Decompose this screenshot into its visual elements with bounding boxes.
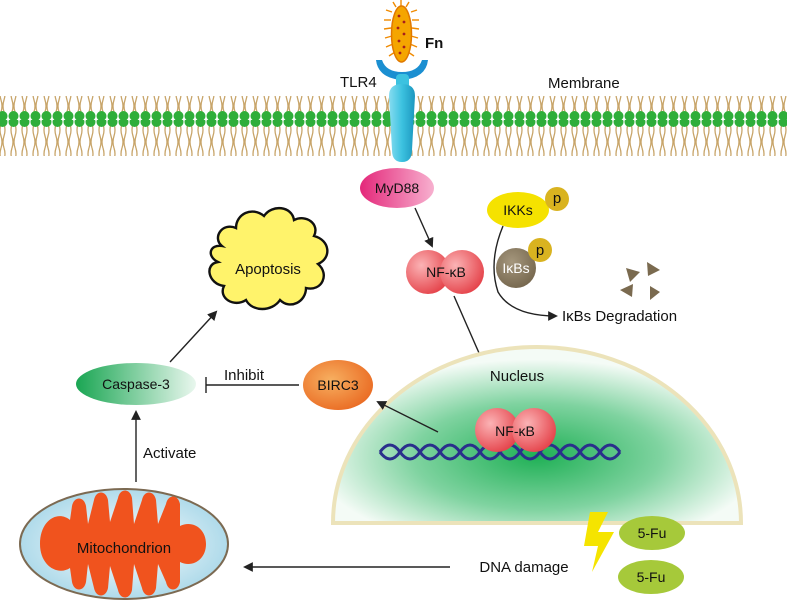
ikks-phospho-label: p xyxy=(553,190,561,207)
ikks-label: IKKs xyxy=(503,202,533,218)
fu-tablet-2 xyxy=(618,560,684,594)
arrow-caspase-to-apoptosis xyxy=(169,310,218,363)
degradation-label: IκBs Degradation xyxy=(562,308,677,325)
nucleus-label: Nucleus xyxy=(490,368,544,385)
fu-tablet-1-label: 5-Fu xyxy=(638,525,667,541)
ikbs-node xyxy=(496,248,536,288)
myd88-label: MyD88 xyxy=(375,180,420,196)
apoptosis-cloud xyxy=(208,207,329,311)
fu-tablet-2-label: 5-Fu xyxy=(637,569,666,585)
nfkb-cytoplasm-node xyxy=(406,250,484,294)
fn-label: Fn xyxy=(425,35,443,52)
myd88-node xyxy=(360,168,434,208)
ikks-node xyxy=(487,192,549,228)
dna-damage-label: DNA damage xyxy=(479,559,568,576)
ikbs-phospho-badge xyxy=(528,238,552,262)
arrow-dna-to-birc3 xyxy=(376,401,439,433)
arrow-myd88-to-nfkb xyxy=(414,207,434,248)
inhibit-label: Inhibit xyxy=(224,367,265,384)
ikbs-label: IκBs xyxy=(502,260,529,276)
degradation-fragments-icon xyxy=(620,262,660,300)
lightning-bolt-icon xyxy=(584,512,614,572)
caspase3-node xyxy=(76,363,196,405)
birc3-label: BIRC3 xyxy=(317,377,358,393)
apoptosis-label: Apoptosis xyxy=(235,261,301,278)
tlr4-label: TLR4 xyxy=(340,74,377,91)
arrow-ikbs-degradation xyxy=(493,225,558,321)
membrane-label: Membrane xyxy=(548,75,620,92)
dna-helix-icon xyxy=(378,443,622,461)
fn-bacterium-icon xyxy=(383,0,420,63)
ikbs-phospho-label: p xyxy=(536,242,544,259)
nfkb-cytoplasm-label: NF-κB xyxy=(426,264,466,280)
nfkb-nucleus-node xyxy=(475,408,556,452)
fu-tablet-1 xyxy=(619,516,685,550)
caspase3-label: Caspase-3 xyxy=(102,376,170,392)
mitochondrion-icon xyxy=(19,488,229,600)
tlr4-receptor xyxy=(376,60,428,162)
inhibit-connector xyxy=(205,377,299,393)
activate-label: Activate xyxy=(143,445,196,462)
nfkb-nucleus-label: NF-κB xyxy=(495,423,535,439)
mitochondrion-label: Mitochondrion xyxy=(77,540,171,557)
birc3-node xyxy=(303,360,373,410)
ikks-phospho-badge xyxy=(545,187,569,211)
